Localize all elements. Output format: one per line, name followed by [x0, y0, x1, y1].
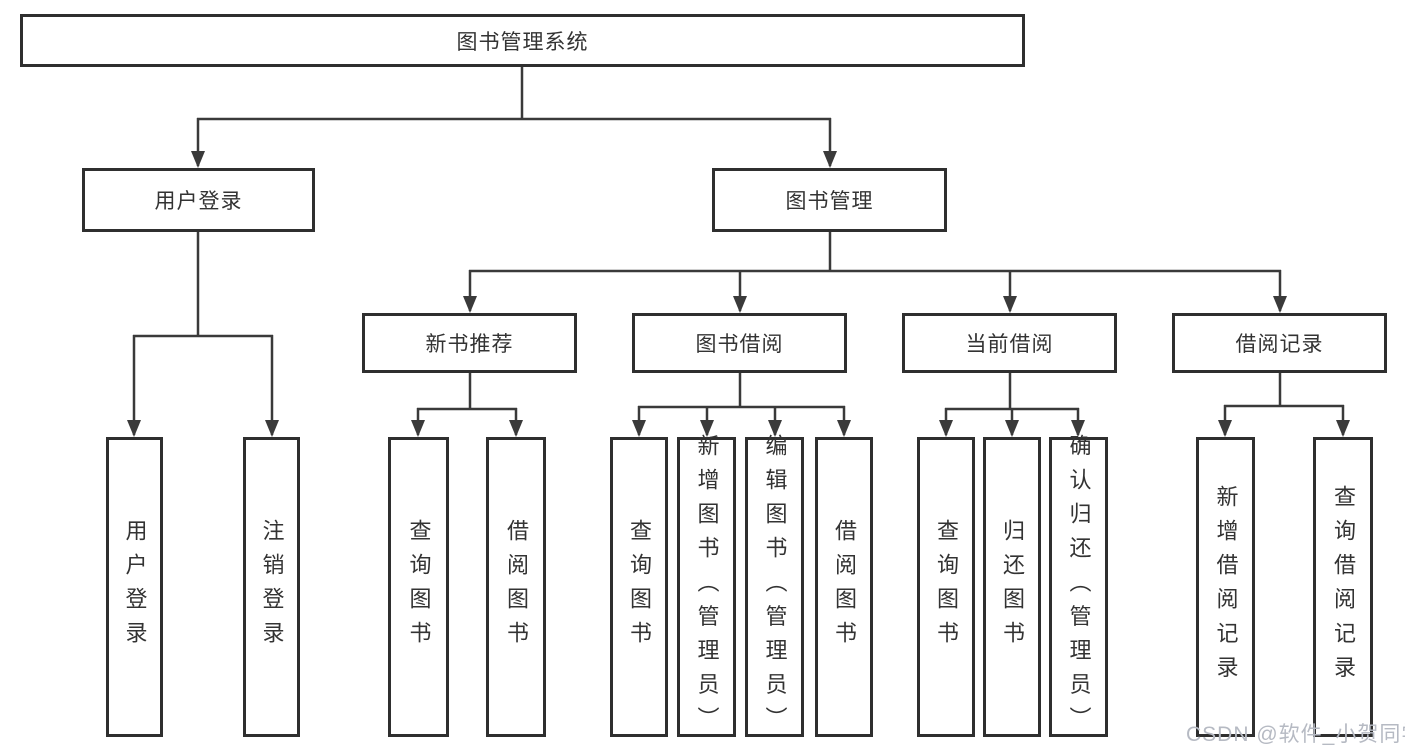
- node-label: 新书推荐: [425, 333, 514, 356]
- node-book-management: 图书管理: [712, 168, 947, 232]
- leaf-borrow-books-2: 借阅图书: [815, 437, 873, 737]
- node-label: 借阅记录: [1235, 333, 1324, 356]
- leaf-label: 查询图书: [627, 518, 652, 656]
- leaf-user-login: 用户登录: [106, 437, 163, 737]
- node-new-book-recommend: 新书推荐: [362, 313, 577, 373]
- node-label: 当前借阅: [965, 333, 1054, 356]
- leaf-label: 借阅图书: [832, 518, 857, 656]
- leaf-label: 查询图书: [406, 518, 432, 656]
- leaf-label: 查询图书: [934, 518, 959, 656]
- leaf-label: 借阅图书: [504, 518, 529, 656]
- node-label: 图书借阅: [695, 333, 784, 356]
- leaf-query-books-3: 查询图书: [917, 437, 975, 737]
- node-label: 图书管理: [785, 190, 874, 213]
- leaf-label: 用户登录: [122, 518, 148, 656]
- node-book-borrow: 图书借阅: [632, 313, 847, 373]
- node-current-borrow: 当前借阅: [902, 313, 1117, 373]
- leaf-label: 查询借阅记录: [1331, 484, 1356, 690]
- leaf-add-borrow-record: 新增借阅记录: [1196, 437, 1255, 737]
- leaf-query-borrow-record: 查询借阅记录: [1313, 437, 1373, 737]
- leaf-query-books-2: 查询图书: [610, 437, 668, 737]
- leaf-confirm-return-admin: 确认归还（管理员）: [1049, 434, 1108, 740]
- leaf-label: 新增借阅记录: [1213, 484, 1239, 690]
- leaf-query-books-1: 查询图书: [388, 437, 449, 737]
- node-user-login-branch: 用户登录: [82, 168, 315, 232]
- node-root-system: 图书管理系统: [20, 14, 1025, 67]
- leaf-label: 归还图书: [1000, 518, 1025, 656]
- node-root-label: 图书管理系统: [456, 30, 589, 54]
- leaf-borrow-books-1: 借阅图书: [486, 437, 546, 737]
- leaf-label: 新增图书（管理员）: [694, 433, 720, 741]
- leaf-label: 确认归还（管理员）: [1066, 433, 1092, 741]
- leaf-label: 注销登录: [259, 518, 285, 656]
- connector-paths: [132, 67, 1345, 435]
- csdn-watermark: CSDN @软件_小贺同学: [1186, 723, 1405, 746]
- leaf-edit-book-admin: 编辑图书（管理员）: [745, 434, 804, 740]
- leaf-add-book-admin: 新增图书（管理员）: [677, 434, 736, 740]
- leaf-return-book: 归还图书: [983, 437, 1041, 737]
- leaf-logout: 注销登录: [243, 437, 300, 737]
- node-label: 用户登录: [154, 190, 243, 213]
- node-borrow-record: 借阅记录: [1172, 313, 1387, 373]
- leaf-label: 编辑图书（管理员）: [762, 433, 788, 741]
